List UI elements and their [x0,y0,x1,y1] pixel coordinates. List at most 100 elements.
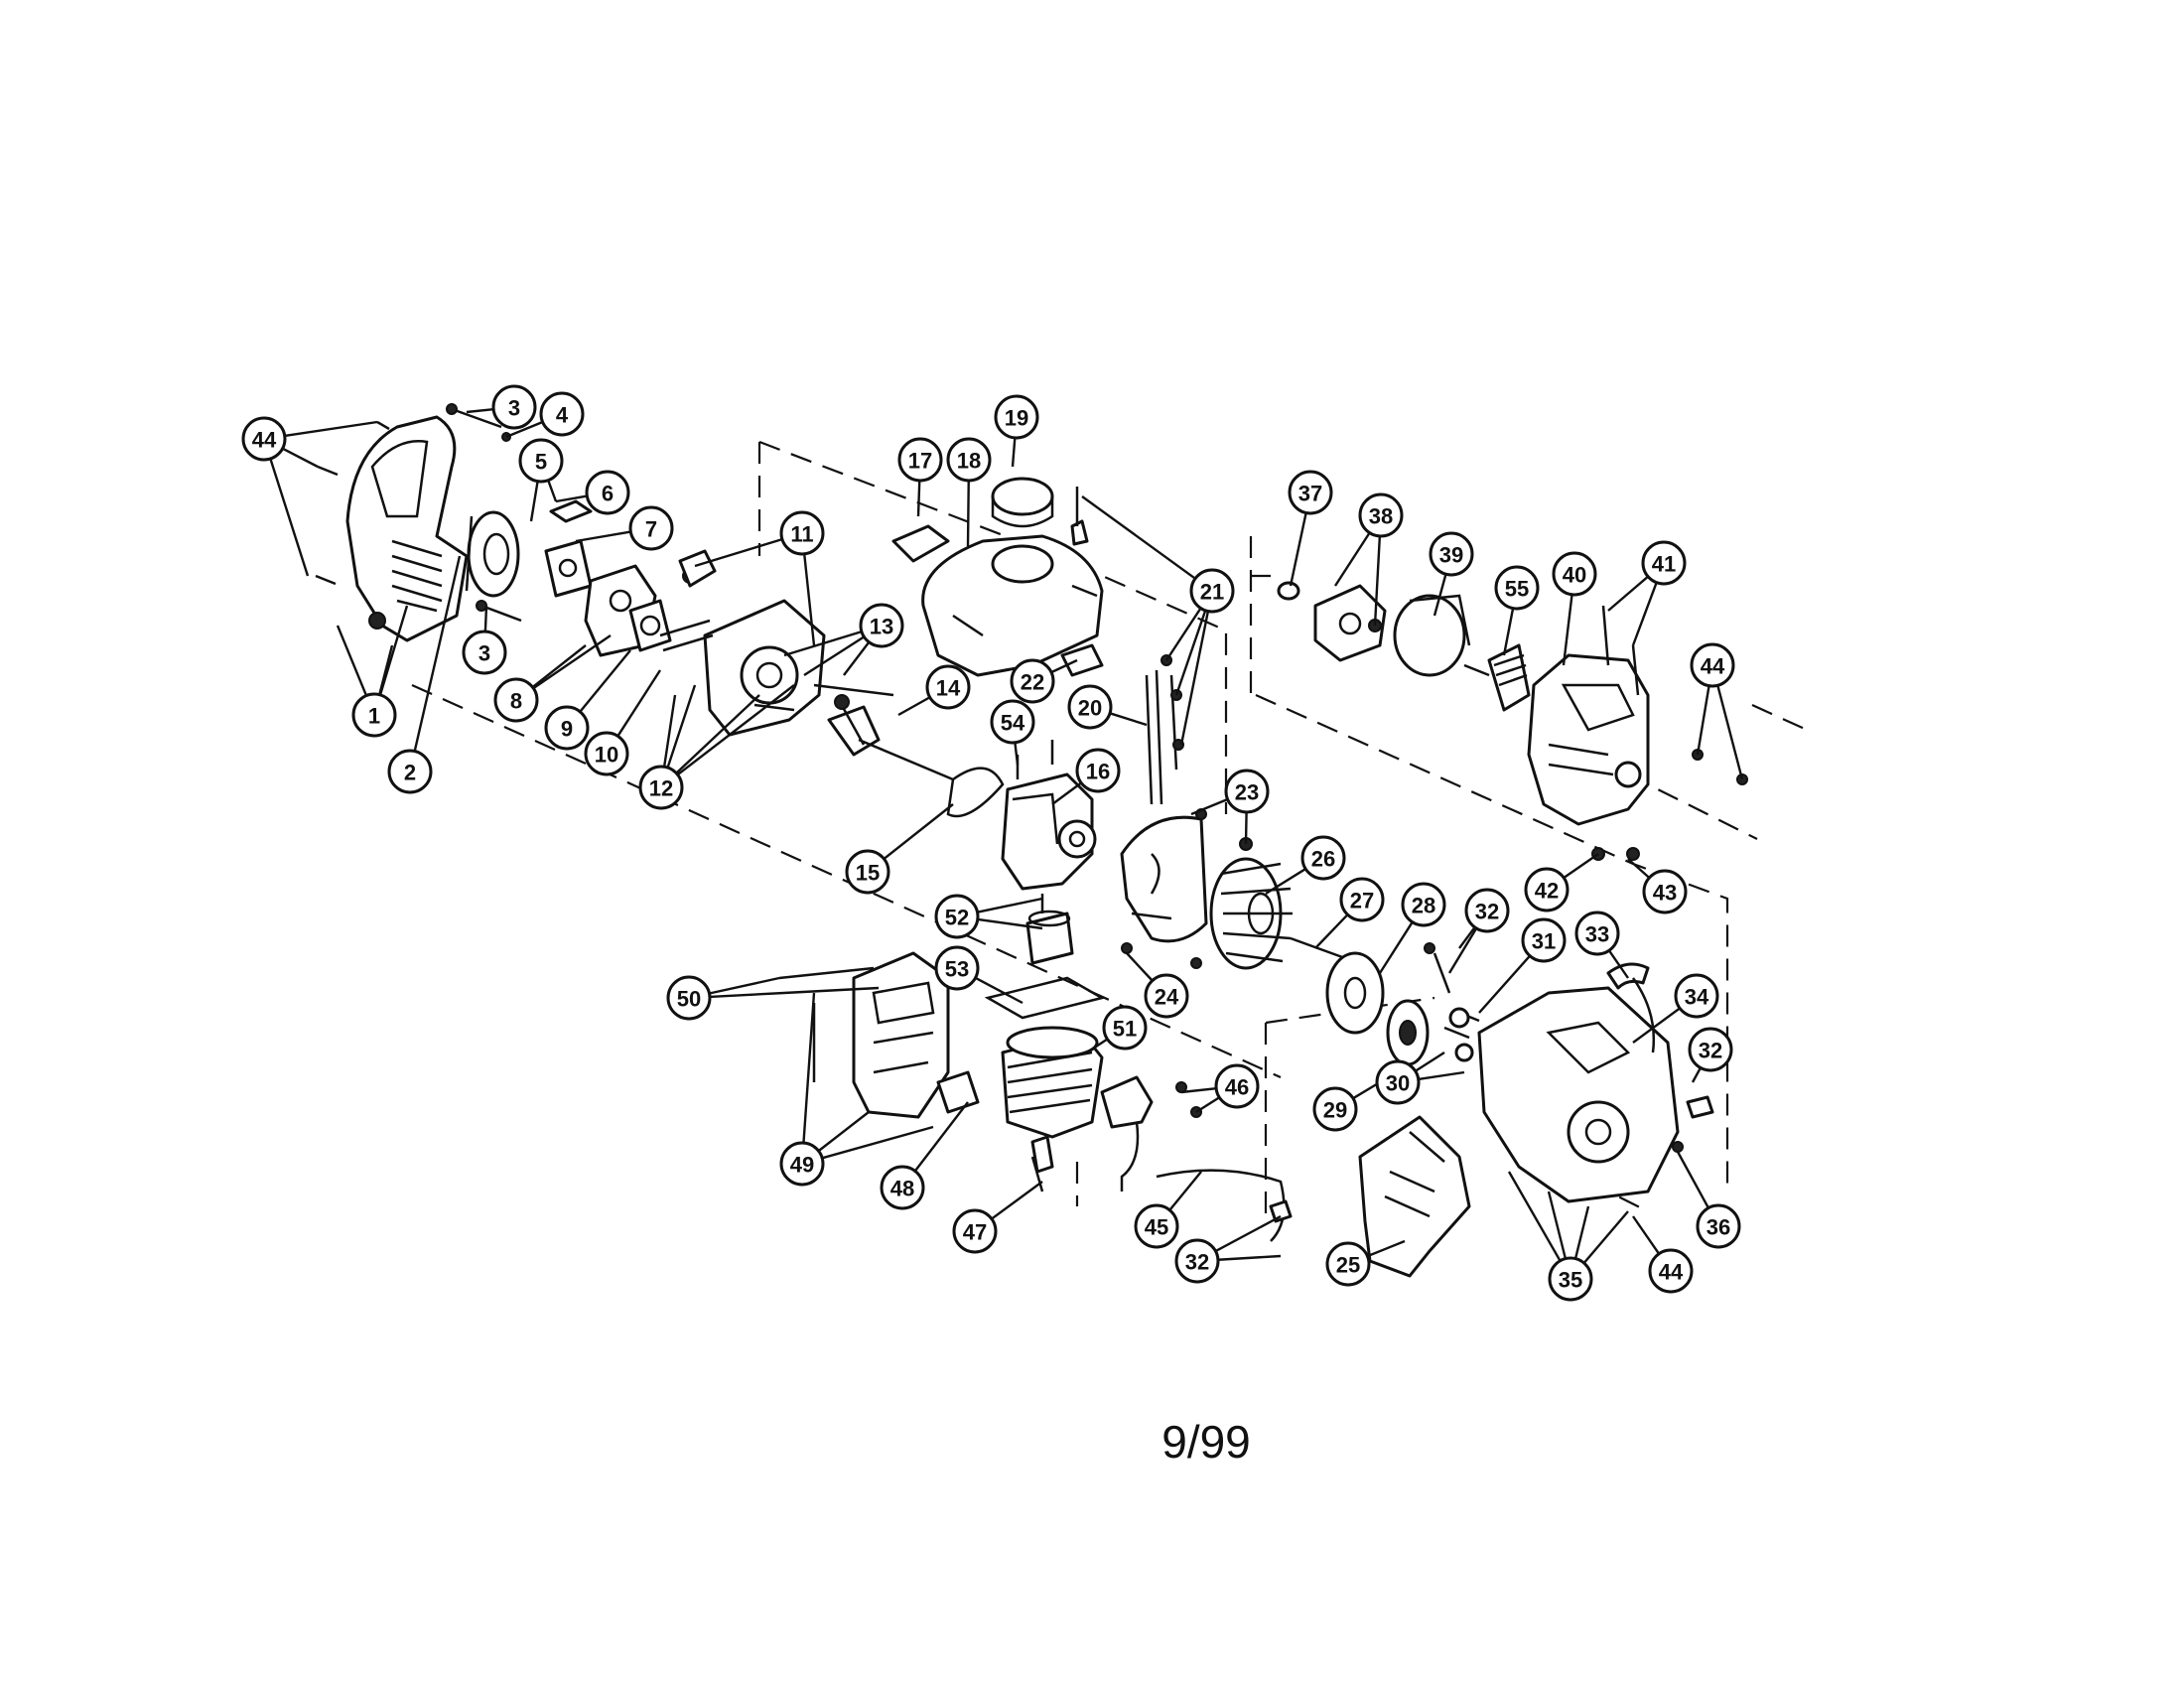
callout-leader-12 [666,684,697,769]
callout-leader-7 [575,530,631,543]
callout-leader-1 [378,605,409,696]
clutch-housing [1527,605,1748,861]
callout-leader-25 [1367,1239,1406,1258]
callout-bubble [845,849,890,895]
callout-bubble [1696,1203,1741,1249]
callout-leader-32 [1214,1214,1282,1253]
callout-3: 3 [462,630,507,675]
callout-17: 17 [897,437,943,483]
callout-number: 33 [1585,922,1609,947]
callout-bubble [1189,568,1235,614]
callout-bubble [493,677,539,723]
callout-32: 32 [1174,1238,1220,1284]
callout-number: 3 [508,396,520,421]
crankcase [946,740,1097,891]
callout-bubble [1339,877,1385,922]
callout-number: 47 [963,1220,987,1245]
callout-bubble [1075,748,1121,793]
callout-number: 41 [1652,552,1676,577]
callout-bubble [1312,1086,1358,1132]
callout-number: 53 [945,957,969,982]
callout-33: 33 [1574,911,1620,956]
callout-bubble [1648,1248,1694,1294]
callout-42: 42 [1524,867,1570,912]
callout-50: 50 [666,975,712,1021]
callout-number: 52 [945,906,969,930]
callout-55: 55 [1494,565,1540,611]
callout-leader-35 [1573,1205,1590,1259]
callout-number: 44 [1701,654,1725,679]
callout-number: 31 [1532,929,1556,954]
callout-leader-38 [1373,535,1382,627]
callout-leader-18 [966,480,970,547]
callout-leader-30 [1415,1051,1445,1072]
callout-4: 4 [539,391,585,437]
callout-number: 39 [1439,543,1463,568]
callout-27: 27 [1339,877,1385,922]
callout-leader-30 [1418,1070,1465,1081]
callout-bubble [1688,1027,1733,1072]
callout-number: 18 [957,449,981,474]
callout-bubble [462,630,507,675]
callout-11: 11 [779,510,825,556]
callout-bubble [1574,911,1620,956]
callout-bubble [638,765,684,810]
callout-leader-32 [1691,1066,1702,1083]
callout-leader-20 [1109,712,1148,727]
callout-leader-1 [336,625,368,697]
callout-leader-24 [1126,952,1154,982]
callout-37: 37 [1288,470,1333,515]
callout-43: 43 [1642,869,1688,914]
callout-bubble [1325,1241,1371,1287]
callout-14: 14 [925,664,971,710]
callout-leader-41 [1631,582,1658,646]
callout-45: 45 [1134,1203,1179,1249]
callout-leaders [269,407,1744,1264]
callout-leader-23 [1244,811,1248,845]
starter-hardware [1424,942,1480,1062]
callout-number: 48 [890,1177,914,1201]
callout-bubble [1552,551,1597,597]
callout-number: 12 [649,776,673,801]
callout-bubble [585,470,630,515]
callout-31: 31 [1521,917,1567,963]
callout-leader-35 [1547,1191,1568,1259]
callout-number: 3 [478,641,490,666]
callout-number: 51 [1113,1017,1137,1042]
callout-35: 35 [1548,1256,1593,1302]
callout-number: 46 [1225,1075,1249,1100]
callout-number: 25 [1336,1253,1360,1278]
callout-bubble [1288,470,1333,515]
callout-leader-50 [709,976,780,995]
callout-leader-2 [413,555,462,752]
callout-leader-15 [883,803,954,860]
callout-leader-21 [1081,495,1196,580]
callout-34: 34 [1674,973,1719,1019]
callout-32: 32 [1464,888,1510,933]
carburetor-adapter-housing [659,549,894,737]
callout-number: 54 [1001,711,1025,736]
callout-number: 8 [510,689,522,714]
callout-number: 50 [677,987,701,1012]
callout-leader-36 [1676,1151,1709,1209]
callout-number: 26 [1311,847,1335,872]
callout-bubble [779,510,825,556]
callout-leader-29 [1352,1080,1381,1100]
callout-leader-33 [1607,949,1629,979]
callout-leader-5 [547,480,558,502]
callout-number: 7 [645,517,657,542]
callout-21: 21 [1189,568,1235,614]
callout-leader-55 [1502,608,1515,656]
callout-5: 5 [518,438,564,484]
callout-24: 24 [1144,973,1189,1019]
callout-bubble [518,438,564,484]
callout-leader-9 [579,649,631,713]
callout-16: 16 [1075,748,1121,793]
callout-bubble [1429,531,1474,577]
callout-44: 44 [1648,1248,1694,1294]
callout-leader-35 [1507,1171,1562,1262]
callout-bubble [1224,769,1270,814]
callout-leader-50 [709,991,785,999]
long-screws [1145,654,1184,805]
